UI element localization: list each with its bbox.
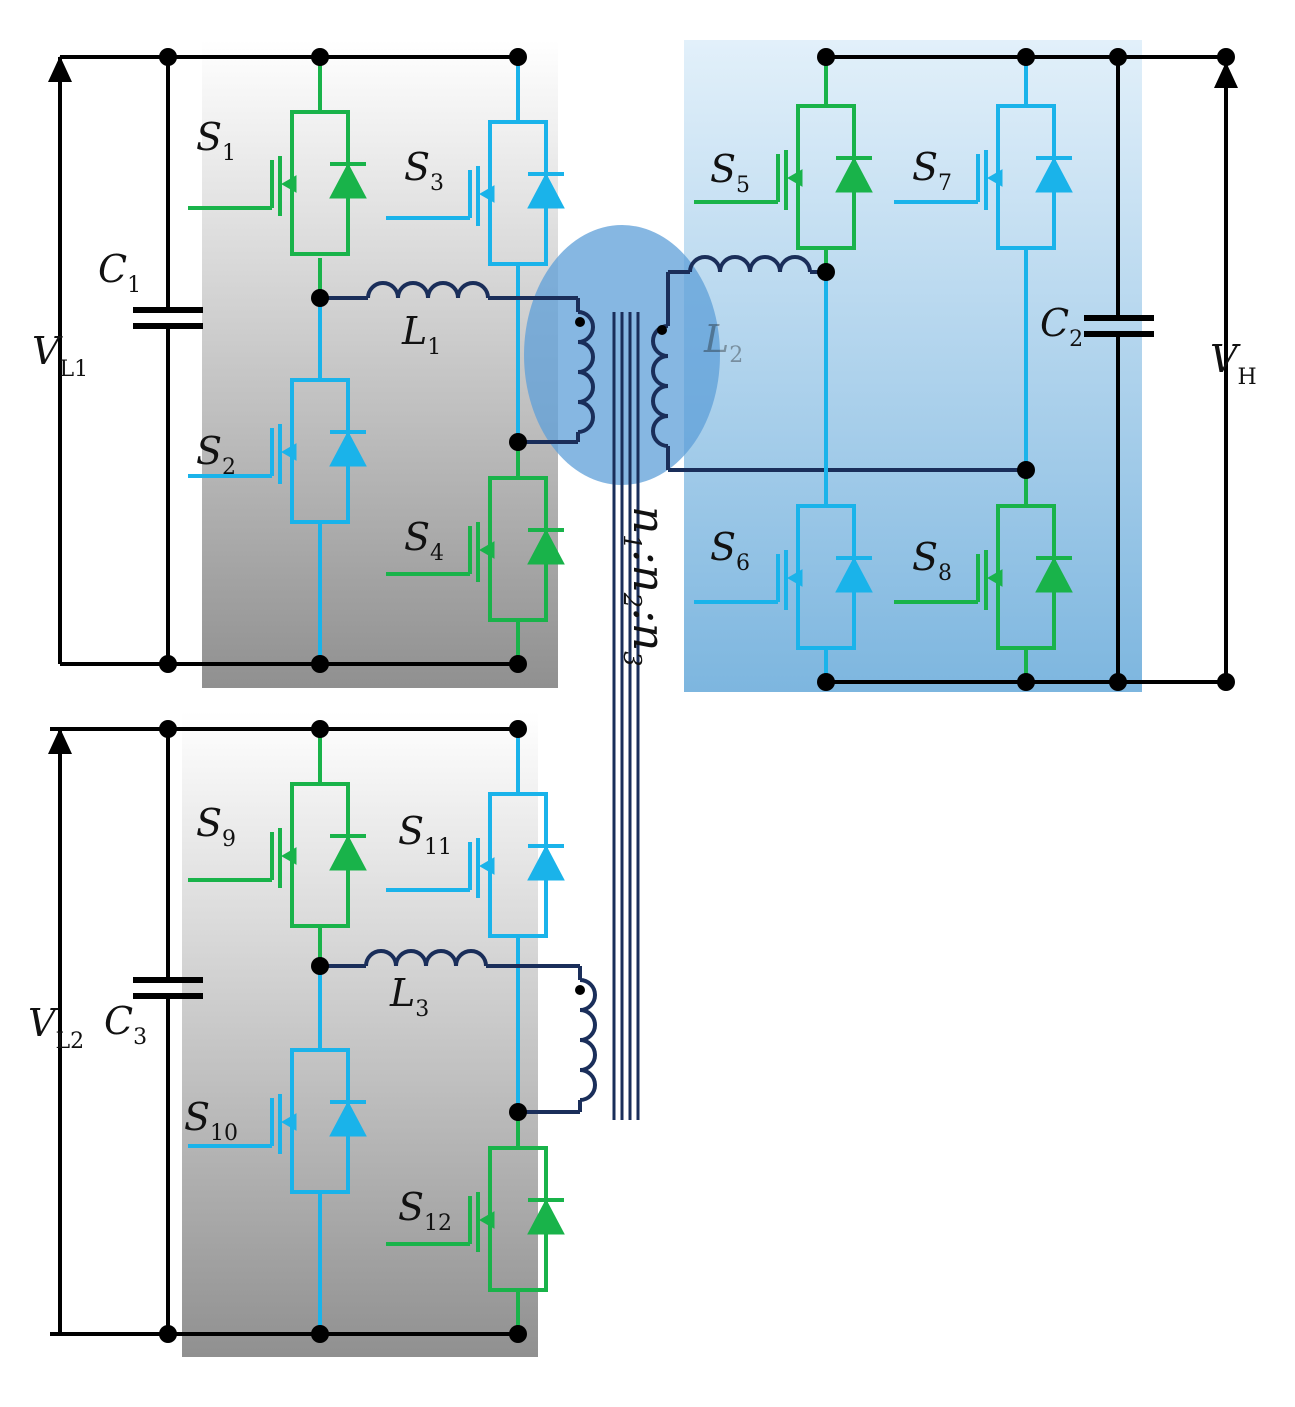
- s3-switch: [386, 120, 565, 266]
- l1-inductor-icon: [320, 281, 595, 444]
- s2-label: S2: [196, 429, 236, 480]
- s8-label: S8: [912, 535, 952, 586]
- s10-label: S10: [184, 1095, 238, 1146]
- component-labels: S1 S2 S3 S4 S5 S6 S7 S8 S9 S10 S11 S12 C…: [28, 115, 1257, 1236]
- l3-label: L3: [389, 971, 429, 1022]
- left-bottom-panel: [182, 712, 538, 1357]
- vl1-label: VL1: [32, 329, 88, 382]
- s7-switch: [894, 104, 1073, 250]
- s9-diode-icon: [329, 834, 367, 871]
- s12-switch: [386, 1146, 565, 1292]
- s8-switch: [894, 504, 1073, 650]
- s5-diode-icon: [835, 156, 873, 193]
- s2-switch: [188, 378, 367, 524]
- s7-label: S7: [912, 145, 952, 196]
- s2-diode-icon: [329, 430, 367, 467]
- top-left-bridge-wires: [58, 55, 520, 666]
- s5-label: S5: [710, 147, 750, 198]
- s9-label: S9: [196, 801, 236, 852]
- s1-label: S1: [196, 115, 236, 166]
- l1-label: L1: [401, 309, 441, 360]
- s1-diode-icon: [329, 162, 367, 199]
- s4-switch: [386, 476, 565, 622]
- primary-dot: [575, 317, 585, 327]
- s7-diode-icon: [1035, 156, 1073, 193]
- s11-diode-icon: [527, 844, 565, 881]
- l3-inductor-icon: [320, 949, 597, 1114]
- s11-switch: [386, 792, 565, 938]
- s10-diode-icon: [329, 1100, 367, 1137]
- c2-capacitor-icon: [1084, 315, 1154, 337]
- c2-label: C2: [1040, 301, 1083, 352]
- secondary-dot: [657, 325, 667, 335]
- bottom-left-bridge-wires: [50, 727, 520, 1336]
- s8-diode-icon: [1035, 556, 1073, 593]
- vh-arrow-head: [1214, 62, 1238, 88]
- s3-diode-icon: [527, 172, 565, 209]
- s4-diode-icon: [527, 528, 565, 565]
- vl1-arrow-head: [48, 56, 72, 82]
- tertiary-dot: [575, 985, 585, 995]
- svg-text:n1:n2:n3: n1:n2:n3: [618, 506, 674, 667]
- transformer-core: [612, 312, 640, 1120]
- vl2-label: VL2: [28, 1001, 84, 1054]
- turns-ratio-label: n1:n2:n3: [618, 506, 674, 667]
- s12-diode-icon: [527, 1198, 565, 1235]
- secondary-winding-icon: [651, 255, 1026, 472]
- s1-switch: [188, 110, 367, 256]
- s11-label: S11: [398, 809, 452, 860]
- s10-switch: [188, 1048, 367, 1194]
- s6-label: S6: [710, 525, 750, 576]
- c1-label: C1: [98, 247, 141, 298]
- left-top-panel: [202, 40, 558, 688]
- c3-capacitor-icon: [133, 977, 203, 999]
- s4-label: S4: [404, 515, 444, 566]
- s6-diode-icon: [835, 556, 873, 593]
- vh-label: VH: [1210, 337, 1257, 390]
- s6-switch: [694, 504, 873, 650]
- s9-switch: [188, 782, 367, 928]
- c3-label: C3: [104, 999, 147, 1050]
- l2-faded-label: L2: [703, 317, 743, 368]
- c1-capacitor-icon: [133, 307, 203, 329]
- right-panel: [684, 40, 1142, 692]
- s3-label: S3: [404, 145, 444, 196]
- vl2-arrow-head: [48, 728, 72, 754]
- s12-label: S12: [398, 1185, 452, 1236]
- right-bridge-wires: [824, 55, 1228, 684]
- junction-dots: [159, 48, 1235, 1343]
- s5-switch: [694, 104, 873, 250]
